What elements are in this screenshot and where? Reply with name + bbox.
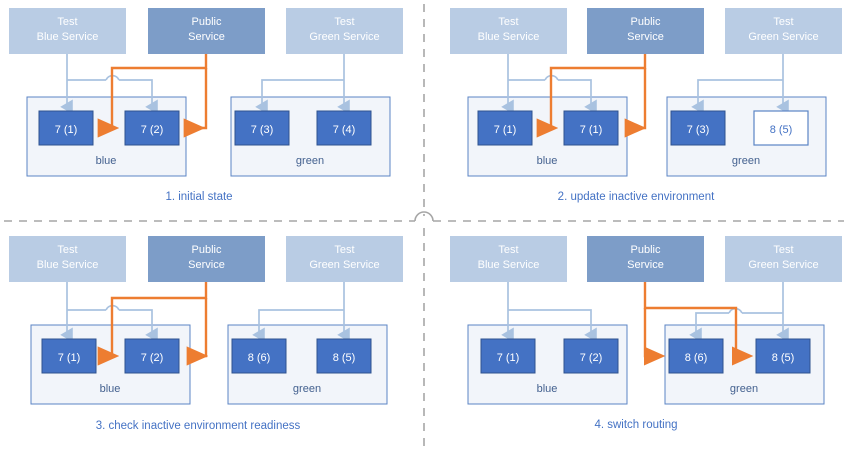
node-label: 7 (1): [497, 352, 520, 364]
service-name-line1: Test: [498, 16, 518, 28]
panel-2-green-node-2[interactable]: 8 (5): [753, 110, 809, 146]
service-name-line1: Public: [631, 244, 661, 256]
divider-jump-arc: [414, 211, 434, 222]
service-name-line2: Blue Service: [37, 259, 99, 271]
panel-2-test-green-service[interactable]: Test Green Service: [725, 8, 842, 54]
service-name-line1: Test: [334, 16, 354, 28]
panel-3-test-blue-service[interactable]: Test Blue Service: [9, 236, 126, 282]
panel-2: Test Blue Service Public Service Test Gr…: [450, 8, 842, 203]
node-label: 8 (5): [333, 352, 356, 364]
service-name-line2: Green Service: [748, 31, 818, 43]
service-name-line1: Test: [57, 16, 77, 28]
panel-1-test-green-service[interactable]: Test Green Service: [286, 8, 403, 54]
panel-4: Test Blue Service Public Service Test Gr…: [450, 236, 842, 431]
node-label: 7 (1): [58, 352, 81, 364]
panel-4-public-service[interactable]: Public Service: [587, 236, 704, 282]
panel-2-test-blue-service[interactable]: Test Blue Service: [450, 8, 567, 54]
panel-2-blue-node-2[interactable]: 7 (1): [563, 110, 619, 146]
panel-1-caption: 1. initial state: [165, 191, 232, 203]
node-label: 7 (4): [333, 124, 356, 136]
panel-1: Test Blue Service Public Service Test Gr…: [9, 8, 403, 203]
panel-4-green-node-2[interactable]: 8 (5): [755, 338, 811, 374]
node-label: 7 (2): [141, 352, 164, 364]
node-label: 7 (2): [580, 352, 603, 364]
environment-label: blue: [100, 383, 121, 395]
panel-2-test-blue-connectors: [501, 54, 597, 115]
panel-1-green-node-1[interactable]: 7 (3): [234, 110, 290, 146]
service-name-line2: Blue Service: [478, 31, 540, 43]
panel-1-test-blue-service[interactable]: Test Blue Service: [9, 8, 126, 54]
service-name-line2: Service: [188, 31, 225, 43]
panel-4-test-green-service[interactable]: Test Green Service: [725, 236, 842, 282]
service-name-line1: Test: [773, 244, 793, 256]
node-label: 8 (6): [248, 352, 271, 364]
panel-1-test-green-connectors: [255, 54, 350, 115]
environment-label: green: [293, 383, 321, 395]
panel-2-green-node-1[interactable]: 7 (3): [670, 110, 726, 146]
panel-3-green-node-2[interactable]: 8 (5): [316, 338, 372, 374]
panel-3-green-node-1[interactable]: 8 (6): [231, 338, 287, 374]
panel-3-test-green-service[interactable]: Test Green Service: [286, 236, 403, 282]
panel-3: Test Blue Service Public Service Test Gr…: [9, 236, 403, 432]
environment-label: blue: [537, 155, 558, 167]
node-label: 7 (1): [494, 124, 517, 136]
panel-2-public-routing-orange: [536, 54, 647, 138]
panel-1-public-service[interactable]: Public Service: [148, 8, 265, 54]
panel-2-blue-node-1[interactable]: 7 (1): [477, 110, 533, 146]
panel-3-caption: 3. check inactive environment readiness: [96, 420, 301, 432]
panel-3-public-service[interactable]: Public Service: [148, 236, 265, 282]
service-name-line1: Public: [192, 244, 222, 256]
environment-label: green: [296, 155, 324, 167]
service-name-line2: Service: [188, 259, 225, 271]
panel-3-blue-node-2[interactable]: 7 (2): [124, 338, 180, 374]
node-label: 7 (3): [687, 124, 710, 136]
service-name-line1: Public: [192, 16, 222, 28]
service-name-line2: Green Service: [309, 259, 379, 271]
panel-1-public-routing-orange: [97, 54, 208, 138]
node-label: 8 (5): [772, 352, 795, 364]
panel-3-public-routing-orange: [97, 282, 209, 366]
panel-1-blue-node-2[interactable]: 7 (2): [124, 110, 180, 146]
panel-1-blue-node-1[interactable]: 7 (1): [38, 110, 94, 146]
panel-4-green-node-1[interactable]: 8 (6): [668, 338, 724, 374]
environment-label: green: [730, 383, 758, 395]
node-label: 7 (3): [251, 124, 274, 136]
service-name-line2: Green Service: [309, 31, 379, 43]
service-name-line1: Public: [631, 16, 661, 28]
service-name-line1: Test: [334, 244, 354, 256]
service-name-line2: Service: [627, 31, 664, 43]
node-label: 7 (1): [580, 124, 603, 136]
panel-2-public-service[interactable]: Public Service: [587, 8, 704, 54]
node-label: 7 (1): [55, 124, 78, 136]
panel-4-test-blue-service[interactable]: Test Blue Service: [450, 236, 567, 282]
service-name-line2: Green Service: [748, 259, 818, 271]
panel-3-blue-node-1[interactable]: 7 (1): [41, 338, 97, 374]
panel-2-caption: 2. update inactive environment: [558, 191, 715, 203]
panel-dividers: [4, 4, 844, 452]
panel-4-blue-node-2[interactable]: 7 (2): [563, 338, 619, 374]
service-name-line1: Test: [498, 244, 518, 256]
node-label: 8 (5): [770, 124, 793, 136]
service-name-line2: Service: [627, 259, 664, 271]
panel-3-test-green-connectors: [252, 282, 350, 343]
node-label: 8 (6): [685, 352, 708, 364]
environment-label: blue: [537, 383, 558, 395]
panel-1-green-node-2[interactable]: 7 (4): [316, 110, 372, 146]
environment-label: blue: [96, 155, 117, 167]
service-name-line2: Blue Service: [37, 31, 99, 43]
panel-4-blue-node-1[interactable]: 7 (1): [480, 338, 536, 374]
panel-2-test-green-connectors: [691, 54, 789, 115]
panel-4-caption: 4. switch routing: [594, 419, 677, 431]
node-label: 7 (2): [141, 124, 164, 136]
panel-4-public-routing-orange: [643, 282, 754, 366]
service-name-line1: Test: [57, 244, 77, 256]
service-name-line1: Test: [773, 16, 793, 28]
service-name-line2: Blue Service: [478, 259, 540, 271]
panel-4-test-blue-connectors: [501, 282, 597, 343]
environment-label: green: [732, 155, 760, 167]
